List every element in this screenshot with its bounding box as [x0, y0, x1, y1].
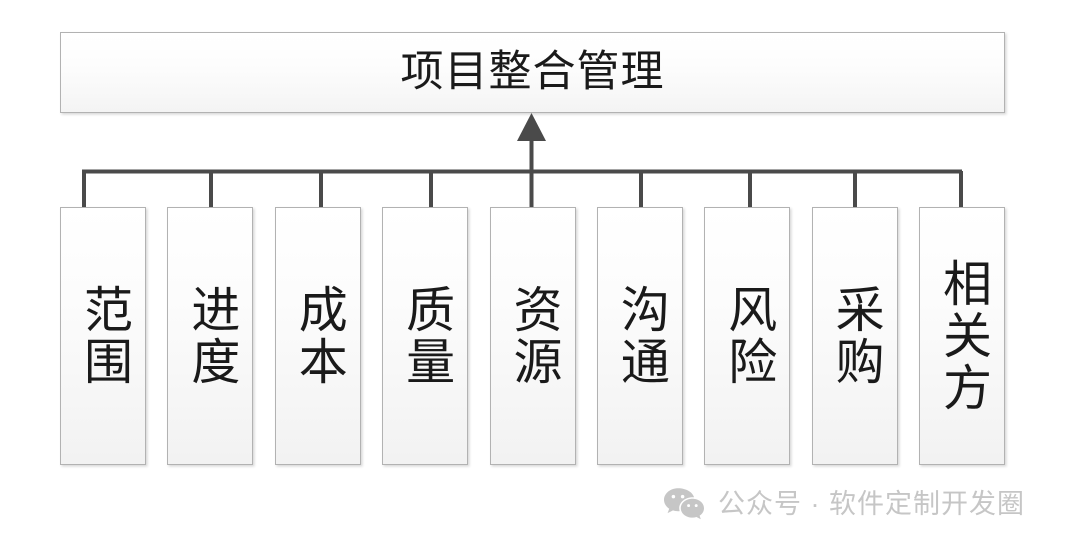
child-node-risk: 风险 [704, 207, 791, 465]
child-node-quality: 质量 [382, 207, 469, 465]
child-node-scope: 范围 [60, 207, 146, 465]
child-node-schedule: 进度 [167, 207, 254, 465]
child-node-label: 相关方 [935, 258, 990, 414]
root-node-label: 项目整合管理 [400, 48, 665, 96]
child-node-row: 范围 进度 成本 质量 资源 沟通 风险 采购 相关方 [60, 207, 1005, 465]
child-node-stakeholder: 相关方 [919, 207, 1005, 465]
child-node-label: 沟通 [613, 284, 668, 388]
child-node-label: 进度 [184, 284, 239, 388]
child-node-procurement: 采购 [811, 207, 898, 465]
watermark-text: 公众号 · 软件定制开发圈 [718, 488, 1025, 519]
child-node-communication: 沟通 [596, 207, 683, 465]
watermark: 公众号 · 软件定制开发圈 [663, 487, 1025, 521]
child-node-label: 成本 [291, 284, 346, 388]
child-node-resource: 资源 [489, 207, 576, 465]
child-node-label: 范围 [76, 284, 131, 388]
child-node-cost: 成本 [274, 207, 361, 465]
root-node-project-integration-management: 项目整合管理 [60, 32, 1005, 113]
wechat-icon [664, 488, 704, 520]
child-node-label: 采购 [828, 284, 883, 388]
root-arrow-head [517, 113, 546, 141]
child-node-label: 风险 [721, 284, 776, 388]
child-node-label: 质量 [399, 284, 454, 388]
child-node-label: 资源 [506, 284, 561, 388]
